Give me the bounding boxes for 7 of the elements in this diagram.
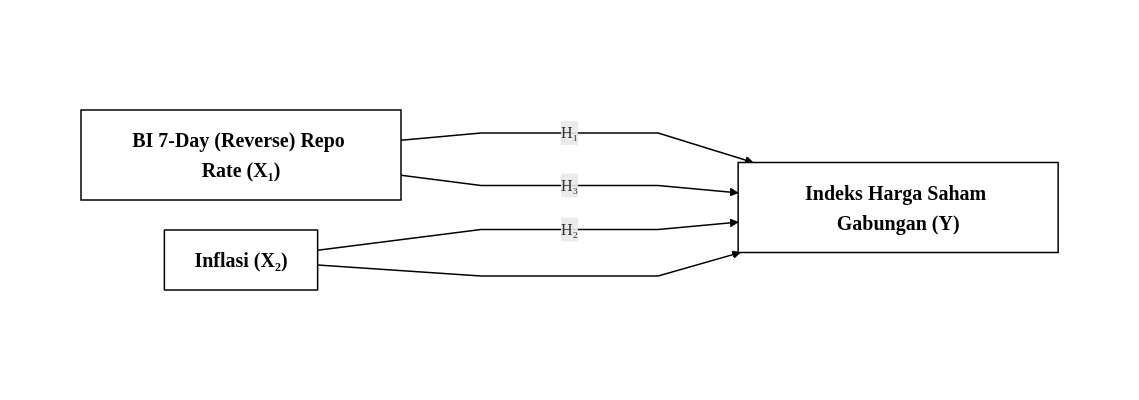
edge-label: H₁ xyxy=(560,124,579,141)
edge-label: H₃ xyxy=(560,176,579,194)
arrow xyxy=(400,174,739,197)
edge-label: H₂ xyxy=(560,220,579,238)
node-box: Inflasi (X₂) xyxy=(163,229,319,291)
node-box: BI 7-Day (Reverse) Repo Rate (X₁) xyxy=(80,109,402,201)
node-box: Indeks Harga Saham Gabungan (Y) xyxy=(737,161,1059,254)
